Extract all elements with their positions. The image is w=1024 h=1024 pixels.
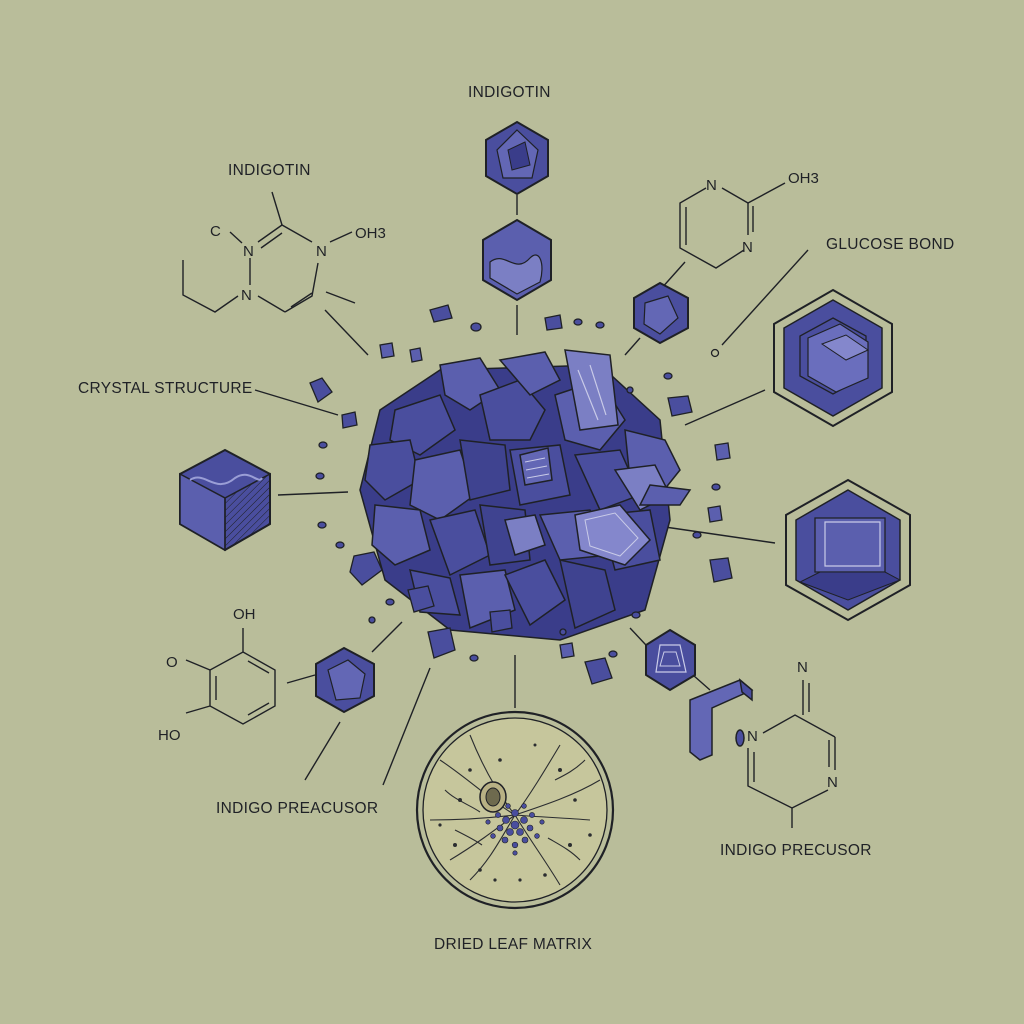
svg-text:C: C — [210, 223, 221, 240]
svg-text:O: O — [166, 654, 178, 671]
hex-crystal-lower-left — [315, 646, 375, 714]
label-indigotin-left: INDIGOTIN — [228, 162, 311, 179]
label-dried-leaf-matrix: DRIED LEAF MATRIX — [434, 936, 593, 953]
bottom-right-molecule-structure — [747, 680, 836, 828]
crystal-cube-top-right — [773, 288, 893, 428]
hex-crystal-lower-right — [645, 628, 696, 692]
hex-crystal-mid — [482, 218, 552, 302]
svg-text:N: N — [706, 177, 717, 194]
top-right-molecule-structure — [679, 182, 786, 269]
hex-crystal-upper-right — [633, 281, 689, 345]
top-right-molecule-atoms: N N OH3 — [706, 170, 819, 256]
svg-text:OH: OH — [233, 606, 256, 623]
crystal-cube-left — [179, 448, 271, 552]
crystal-fragments — [309, 304, 733, 685]
svg-text:OH3: OH3 — [355, 225, 386, 242]
svg-text:N: N — [827, 774, 838, 791]
label-crystal-structure: CRYSTAL STRUCTURE — [78, 380, 253, 397]
crystal-cube-mid-right — [785, 478, 911, 622]
svg-text:OH3: OH3 — [788, 170, 819, 187]
phenol-molecule-atoms: OH O HO — [158, 606, 256, 744]
label-glucose-bond: GLUCOSE BOND — [826, 236, 955, 253]
left-molecule-atoms: C N N OH3 N — [210, 223, 386, 304]
label-indigo-precursor-right: INDIGO PRECUSOR — [720, 842, 872, 859]
svg-text:N: N — [742, 239, 753, 256]
svg-text:N: N — [797, 659, 808, 676]
svg-text:N: N — [243, 243, 254, 260]
svg-text:N: N — [747, 728, 758, 745]
label-indigotin-top: INDIGOTIN — [468, 84, 551, 101]
glucose-bond-node — [710, 348, 720, 358]
bent-crystal-bar — [689, 678, 754, 761]
label-indigo-precursor-left: INDIGO PREACUSOR — [216, 800, 379, 817]
left-molecule-structure — [182, 191, 356, 313]
svg-text:N: N — [316, 243, 327, 260]
bottom-right-molecule-atoms: N N N — [747, 659, 838, 791]
hex-crystal-top — [485, 120, 549, 196]
svg-text:HO: HO — [158, 727, 181, 744]
svg-text:N: N — [241, 287, 252, 304]
crystal-cluster — [359, 349, 692, 641]
phenol-molecule-structure — [185, 628, 276, 725]
dried-leaf-matrix-icon — [415, 710, 615, 910]
